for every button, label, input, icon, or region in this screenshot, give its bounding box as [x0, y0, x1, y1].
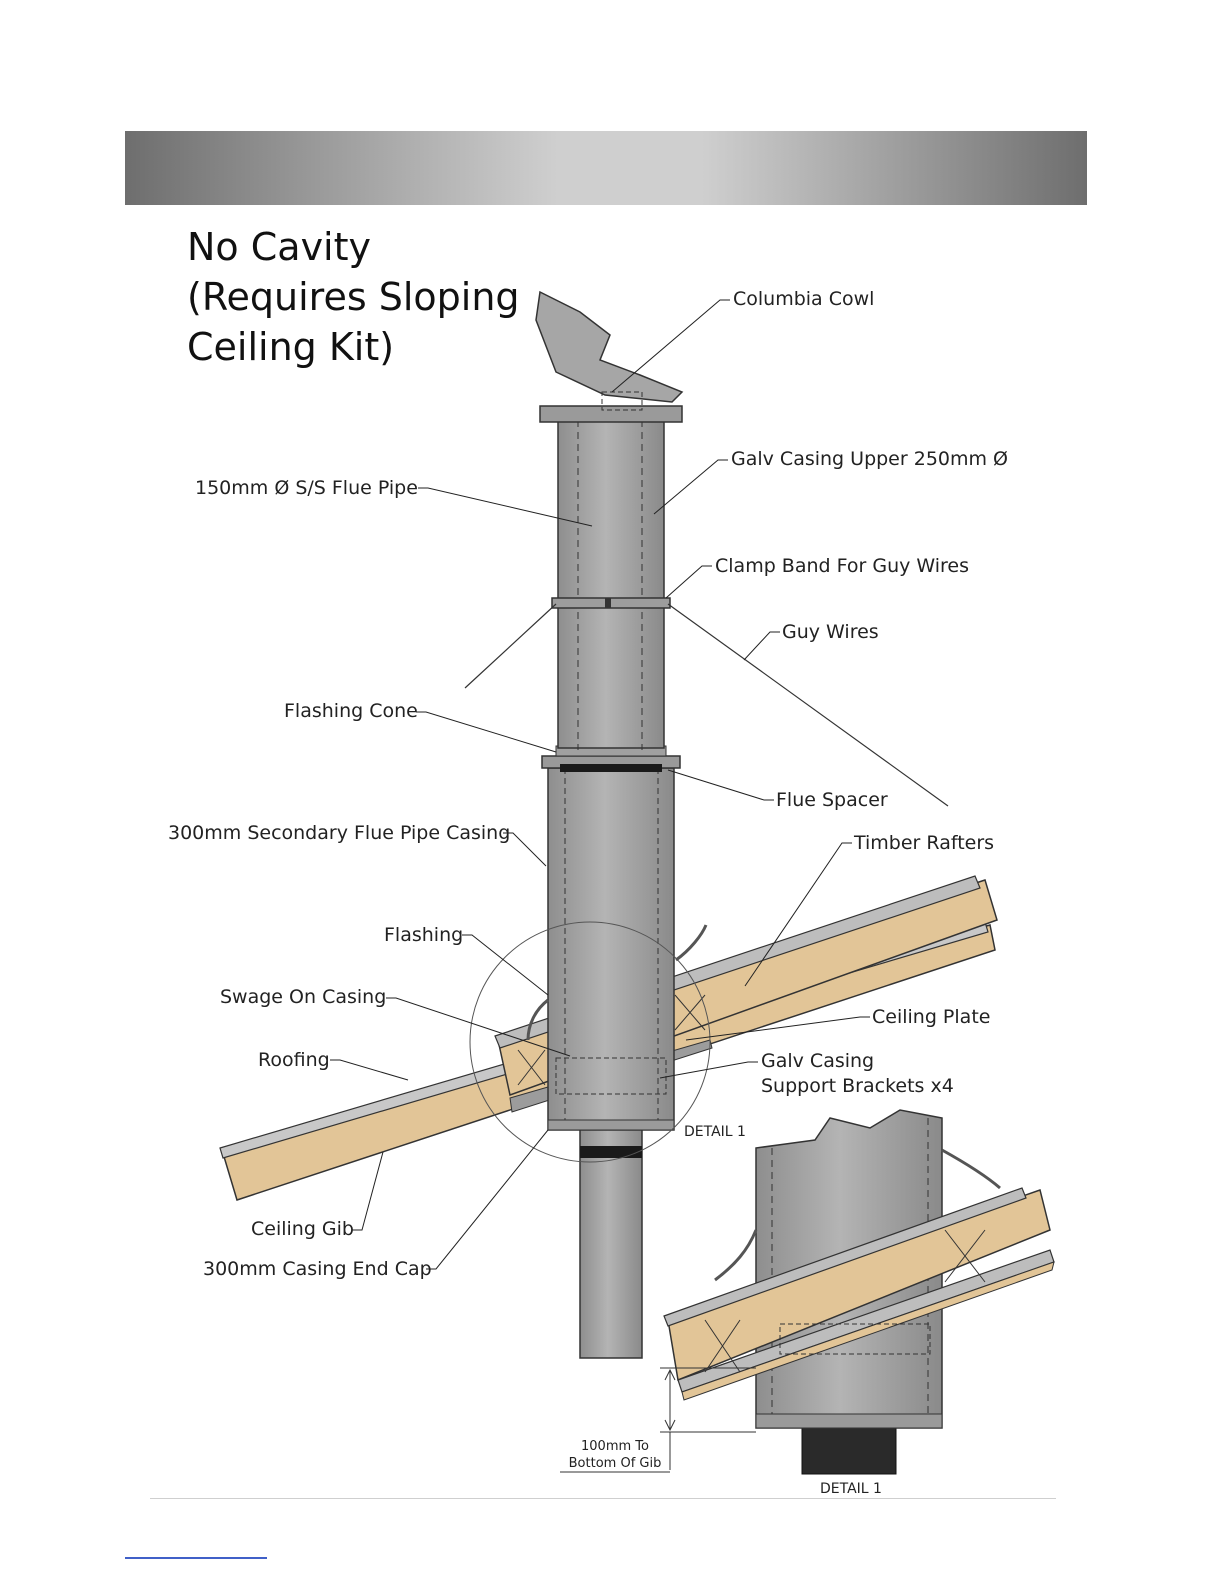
flue-spacer [560, 764, 662, 772]
label-ceiling-gib: Ceiling Gib [251, 1218, 354, 1240]
label-flue-spacer: Flue Spacer [776, 789, 888, 811]
label-secondary-casing: 300mm Secondary Flue Pipe Casing [168, 822, 511, 844]
label-dimension-1: 100mm To [581, 1439, 649, 1454]
secondary-casing [547, 767, 675, 1131]
label-swage-on-casing: Swage On Casing [220, 986, 387, 1008]
footer-link[interactable] [125, 1557, 267, 1559]
label-detail-callout: DETAIL 1 [684, 1124, 746, 1140]
title-line-1: No Cavity [187, 225, 372, 269]
detail-view [560, 1109, 1055, 1475]
guy-wire-left [464, 603, 557, 689]
page-title: No Cavity (Requires Sloping Ceiling Kit) [187, 222, 520, 372]
header-band [125, 131, 1087, 205]
label-galv-support-1: Galv Casing [761, 1050, 875, 1072]
label-flue-pipe: 150mm Ø S/S Flue Pipe [195, 477, 418, 499]
label-flashing-cone: Flashing Cone [284, 700, 418, 722]
upper-casing [557, 419, 665, 749]
detail-circle [469, 921, 711, 1163]
label-guy-wires: Guy Wires [782, 621, 879, 643]
label-dimension-2: Bottom Of Gib [568, 1456, 662, 1471]
lower-flue-pipe [579, 1127, 643, 1359]
cowl-base [539, 405, 683, 423]
label-end-cap: 300mm Casing End Cap [203, 1258, 432, 1280]
title-line-3: Ceiling Kit) [187, 325, 395, 369]
label-columbia-cowl: Columbia Cowl [733, 288, 875, 310]
title-line-2: (Requires Sloping [187, 275, 520, 319]
label-galv-casing-upper: Galv Casing Upper 250mm Ø [731, 448, 1009, 470]
label-timber-rafters: Timber Rafters [854, 832, 995, 854]
footer-rule [150, 1498, 1056, 1499]
label-ceiling-plate: Ceiling Plate [872, 1006, 991, 1028]
label-clamp-band: Clamp Band For Guy Wires [715, 555, 970, 577]
flue-pipe-band [580, 1146, 642, 1158]
label-galv-support-2: Support Brackets x4 [761, 1075, 954, 1097]
label-dimension: 100mm To Bottom Of Gib [560, 1438, 670, 1472]
guy-wire-right [667, 603, 949, 807]
swage-brackets [555, 1057, 667, 1095]
label-flashing: Flashing [384, 924, 464, 946]
label-detail-caption: DETAIL 1 [820, 1481, 882, 1497]
leader-lines [330, 299, 870, 1270]
label-roofing: Roofing [258, 1049, 330, 1071]
columbia-cowl [535, 290, 684, 403]
